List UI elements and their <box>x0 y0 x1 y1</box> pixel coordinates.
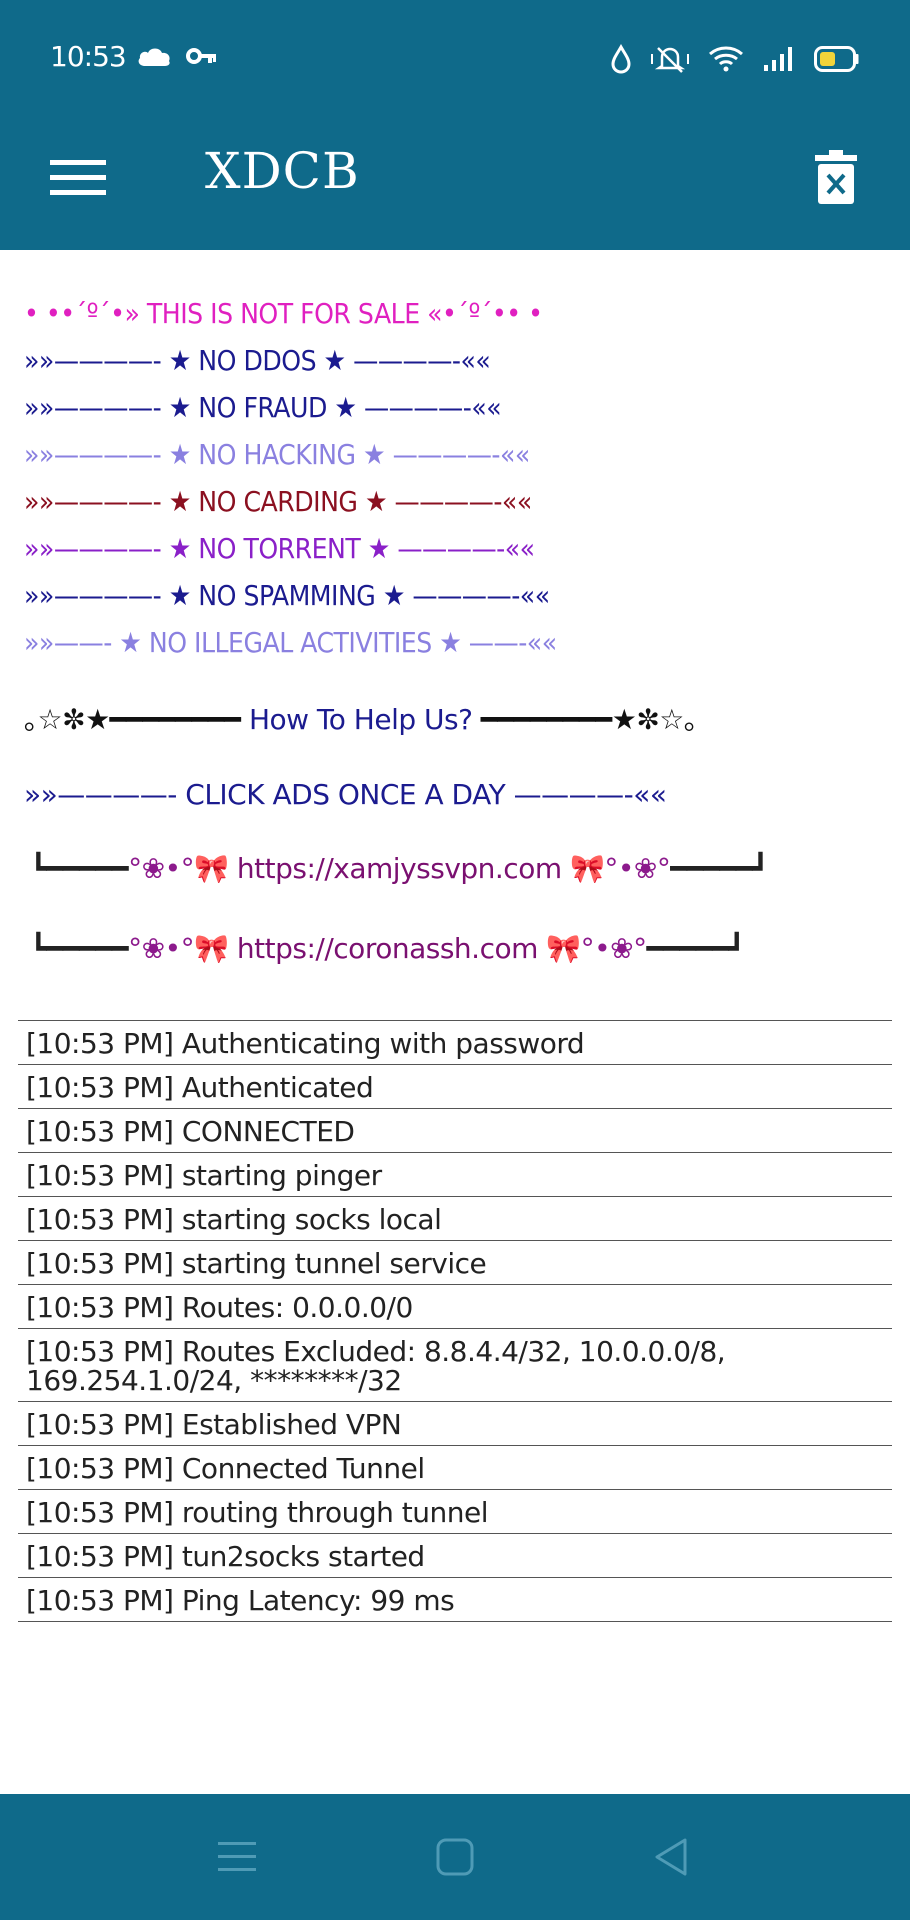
help-text: How To Help Us? <box>248 703 473 736</box>
banner-line: »»————- ★ NO DDOS ★ ————-«« <box>24 344 491 377</box>
log-row: [10:53 PM] Authenticated <box>18 1065 892 1109</box>
log-row: [10:53 PM] tun2socks started <box>18 1534 892 1578</box>
log-row: [10:53 PM] starting socks local <box>18 1197 892 1241</box>
key-icon <box>186 48 216 64</box>
help-deco-left: ｡☆✼★━━━━━━━━ <box>24 703 249 736</box>
banner-line: »»————- ★ NO CARDING ★ ————-«« <box>24 485 532 518</box>
status-right-icons <box>610 44 860 74</box>
back-button[interactable] <box>646 1832 696 1882</box>
ribbon-icon: 🎀 <box>546 932 581 965</box>
log-row: [10:53 PM] Established VPN <box>18 1402 892 1446</box>
banner-line: »»————- ★ NO FRAUD ★ ————-«« <box>24 391 502 424</box>
website-link[interactable]: https://coronassh.com <box>236 932 538 965</box>
app-title: XDCB <box>205 142 360 200</box>
banner-line: • ••´º´•» THIS IS NOT FOR SALE «•´º´•• • <box>24 297 543 330</box>
help-heading: ｡☆✼★━━━━━━━━ How To Help Us? ━━━━━━━━★✼☆… <box>24 698 698 738</box>
link-deco-right: °•❀° <box>604 852 671 885</box>
link-frame-right: ━━━━━┛ <box>670 852 769 885</box>
log-row: [10:53 PM] Connected Tunnel <box>18 1446 892 1490</box>
link-line: ┗━━━━━°❀•°🎀 https://xamjyssvpn.com 🎀°•❀°… <box>30 852 769 885</box>
recents-icon <box>218 1842 256 1871</box>
app-bar: XDCB <box>0 120 910 250</box>
status-bar: 10:53 <box>0 0 910 120</box>
hamburger-icon <box>50 160 106 195</box>
signal-icon <box>764 47 792 71</box>
wifi-icon <box>709 46 743 72</box>
ribbon-icon: 🎀 <box>194 932 229 965</box>
ads-line: »»————- CLICK ADS ONCE A DAY ————-«« <box>24 778 667 811</box>
link-line: ┗━━━━━°❀•°🎀 https://coronassh.com 🎀°•❀°━… <box>30 932 745 965</box>
website-link[interactable]: https://xamjyssvpn.com <box>236 852 562 885</box>
help-deco-right: ━━━━━━━━★✼☆｡ <box>472 703 698 736</box>
banner-line: »»————- ★ NO HACKING ★ ————-«« <box>24 438 530 471</box>
status-left-icons <box>136 44 218 68</box>
link-deco-right: °•❀° <box>580 932 647 965</box>
back-icon <box>655 1838 687 1876</box>
log-row: [10:53 PM] starting tunnel service <box>18 1241 892 1285</box>
link-frame-left: ┗━━━━━ <box>30 932 129 965</box>
link-deco-left: °❀•° <box>128 932 195 965</box>
system-nav-bar <box>0 1794 910 1920</box>
drop-icon <box>611 44 631 74</box>
banner-line: »»——- ★ NO ILLEGAL ACTIVITIES ★ ——-«« <box>24 626 557 659</box>
banner-line: »»————- ★ NO TORRENT ★ ————-«« <box>24 532 535 565</box>
status-time: 10:53 <box>50 40 127 73</box>
log-row: [10:53 PM] Routes Excluded: 8.8.4.4/32, … <box>18 1329 892 1402</box>
home-icon <box>436 1838 474 1876</box>
clear-log-button[interactable] <box>806 142 866 212</box>
home-button[interactable] <box>430 1832 480 1882</box>
menu-button[interactable] <box>50 150 106 206</box>
log-row: [10:53 PM] Ping Latency: 99 ms <box>18 1578 892 1622</box>
log-row: [10:53 PM] starting pinger <box>18 1153 892 1197</box>
log-row: [10:53 PM] CONNECTED <box>18 1109 892 1153</box>
rules-banner: • ••´º´•» THIS IS NOT FOR SALE «•´º´•• •… <box>24 290 894 666</box>
delete-icon <box>815 150 857 204</box>
mute-icon <box>651 47 689 73</box>
battery-icon <box>814 46 859 72</box>
ribbon-icon: 🎀 <box>570 852 605 885</box>
log-row: [10:53 PM] routing through tunnel <box>18 1490 892 1534</box>
link-frame-right: ━━━━━┛ <box>646 932 746 965</box>
connection-log[interactable]: [10:53 PM] Authenticating with password … <box>18 1020 892 1622</box>
cloud-icon <box>138 48 170 66</box>
ribbon-icon: 🎀 <box>194 852 229 885</box>
link-deco-left: °❀•° <box>128 852 195 885</box>
log-row: [10:53 PM] Authenticating with password <box>18 1021 892 1065</box>
log-row: [10:53 PM] Routes: 0.0.0.0/0 <box>18 1285 892 1329</box>
banner-line: »»————- ★ NO SPAMMING ★ ————-«« <box>24 579 550 612</box>
link-frame-left: ┗━━━━━ <box>30 852 129 885</box>
recents-button[interactable] <box>212 1832 262 1882</box>
